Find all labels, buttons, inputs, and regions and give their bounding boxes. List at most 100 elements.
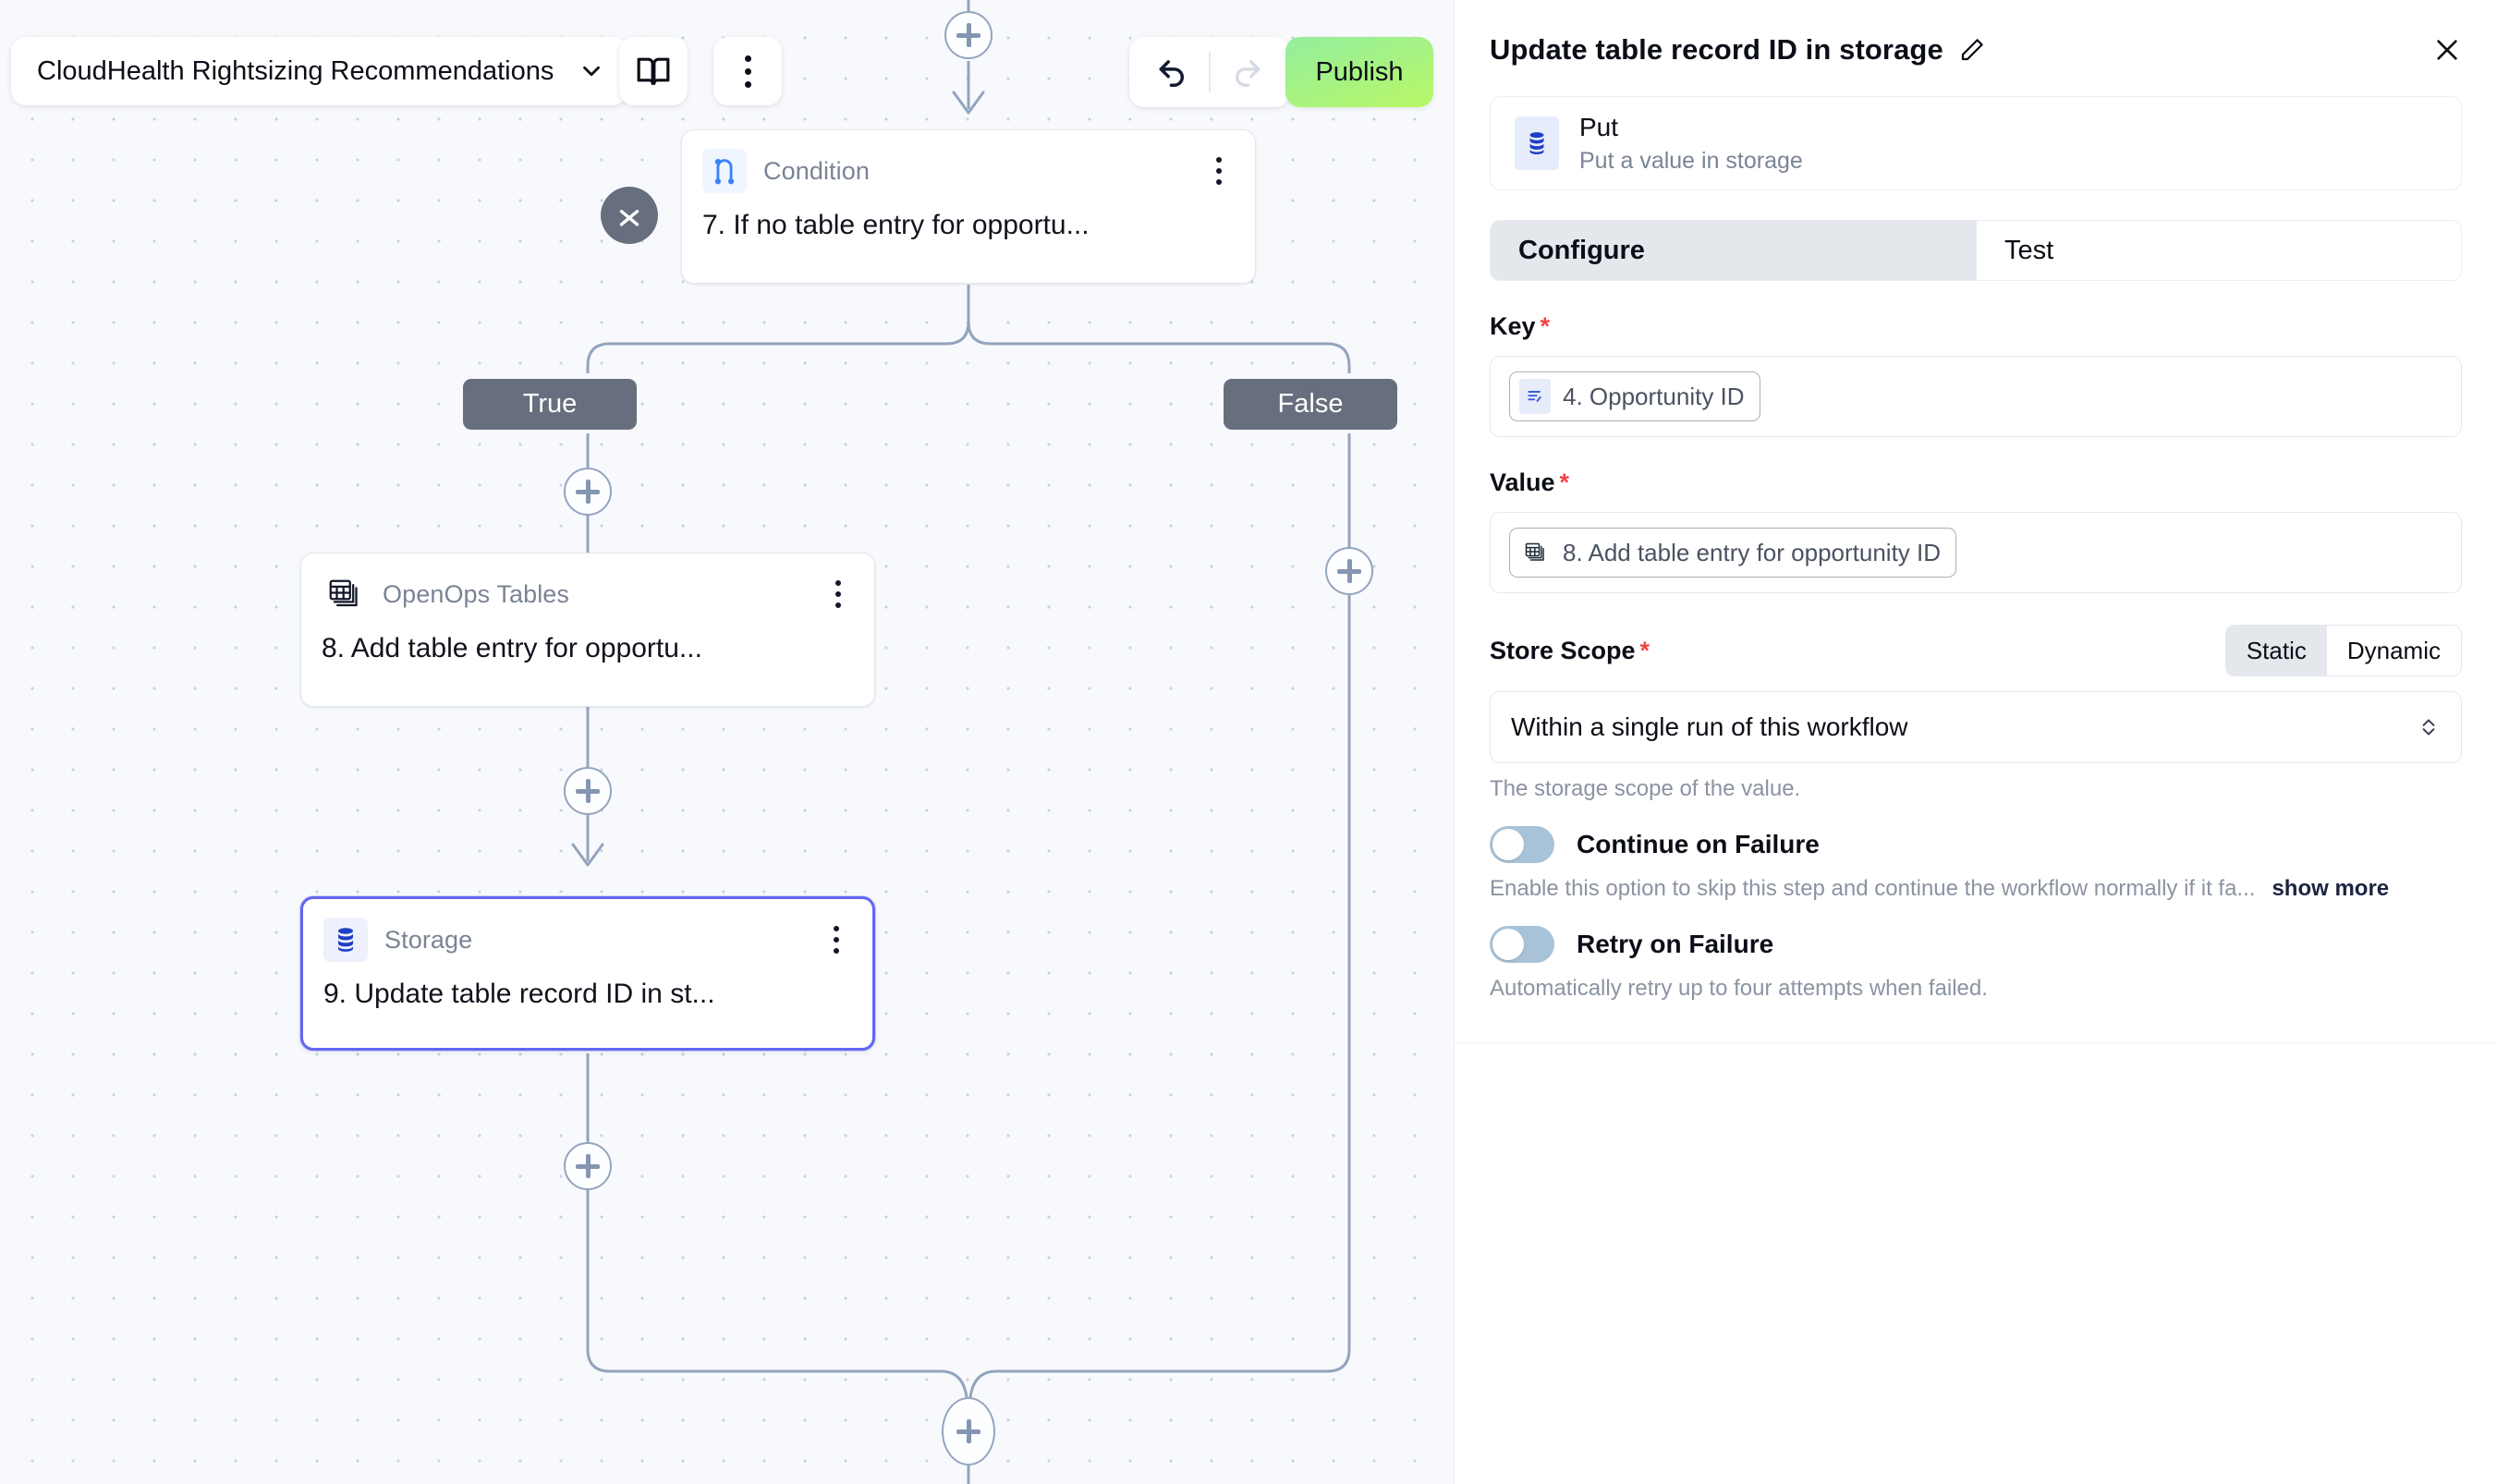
table-stack-icon: [322, 572, 366, 616]
node-openops-tables[interactable]: OpenOps Tables 8. Add table entry for op…: [300, 553, 875, 707]
collapse-branch-button[interactable]: [601, 187, 658, 244]
add-step-button-after-storage[interactable]: [564, 1142, 612, 1190]
branch-label-false[interactable]: False: [1220, 375, 1401, 433]
field-store-scope-header: Store Scope* Static Dynamic: [1490, 625, 2462, 676]
panel-header: Update table record ID in storage: [1455, 0, 2497, 67]
node-condition[interactable]: Condition 7. If no table entry for oppor…: [681, 129, 1256, 284]
node-condition-header: Condition: [702, 147, 1235, 195]
continue-on-failure-row: Continue on Failure: [1490, 826, 2462, 863]
step-settings-panel: Update table record ID in storage: [1454, 0, 2497, 1484]
field-key: Key* 4. Opportunity ID: [1490, 312, 2462, 437]
field-key-required-marker: *: [1540, 312, 1551, 340]
workflow-name-dropdown[interactable]: CloudHealth Rightsizing Recommendations: [11, 37, 628, 105]
node-condition-title: 7. If no table entry for opportu...: [702, 210, 1090, 240]
field-value-chip-text: 8. Add table entry for opportunity ID: [1563, 538, 1942, 566]
step-summary-text: Put Put a value in storage: [1579, 113, 1803, 175]
continue-on-failure-toggle[interactable]: [1490, 826, 1554, 863]
retry-on-failure-label: Retry on Failure: [1577, 930, 1774, 958]
retry-on-failure-help-text: Automatically retry up to four attempts …: [1490, 976, 1988, 1001]
workflow-name-label: CloudHealth Rightsizing Recommendations: [37, 55, 554, 86]
undo-arrow-icon: [1159, 60, 1185, 87]
panel-body: Put Put a value in storage Configure Tes…: [1455, 96, 2497, 1043]
field-store-scope-required-marker: *: [1639, 636, 1650, 664]
node-storage-title: 9. Update table record ID in st...: [323, 979, 715, 1009]
node-storage[interactable]: Storage 9. Update table record ID in st.…: [300, 896, 875, 1051]
retry-on-failure-row: Retry on Failure: [1490, 926, 2462, 963]
tab-test[interactable]: Test: [1976, 221, 2461, 280]
book-icon: [637, 57, 670, 85]
undo-button[interactable]: [1144, 43, 1201, 101]
field-key-label: Key*: [1490, 312, 2462, 341]
node-storage-type: Storage: [384, 925, 473, 954]
workflow-canvas[interactable]: Condition 7. If no table entry for oppor…: [0, 0, 1454, 1484]
step-action-name: Put: [1579, 112, 1619, 141]
continue-on-failure-help-text: Enable this option to skip this step and…: [1490, 876, 2256, 901]
field-key-chip-text: 4. Opportunity ID: [1563, 382, 1745, 410]
configure-form: Key* 4. Opportunity ID: [1455, 312, 2497, 1002]
add-step-button-true-branch[interactable]: [564, 468, 612, 516]
field-value: Value* 8. A: [1490, 468, 2462, 593]
field-value-required-marker: *: [1559, 468, 1570, 496]
continue-on-failure-label: Continue on Failure: [1577, 830, 1820, 858]
continue-on-failure-help-row: Enable this option to skip this step and…: [1490, 876, 2462, 902]
redo-arrow-icon: [1235, 60, 1261, 87]
add-step-button-false-branch[interactable]: [1325, 547, 1373, 595]
database-icon: [323, 918, 368, 962]
node-storage-header: Storage: [323, 916, 852, 964]
undo-redo-group: [1129, 37, 1290, 107]
node-openops-tables-header: OpenOps Tables: [322, 570, 854, 618]
store-scope-selected-value: Within a single run of this workflow: [1511, 712, 1908, 741]
node-openops-tables-title: 8. Add table entry for opportu...: [322, 633, 702, 663]
static-dynamic-toggle: Static Dynamic: [2224, 625, 2462, 676]
node-condition-type: Condition: [763, 156, 870, 185]
panel-title: Update table record ID in storage: [1490, 33, 1943, 66]
store-scope-select[interactable]: Within a single run of this workflow: [1490, 691, 2462, 763]
segment-dynamic[interactable]: Dynamic: [2346, 636, 2441, 664]
branch-label-true[interactable]: True: [459, 375, 640, 433]
field-key-input[interactable]: 4. Opportunity ID: [1490, 356, 2462, 437]
redo-button[interactable]: [1218, 43, 1275, 101]
add-step-button-after-tables[interactable]: [564, 767, 612, 815]
chevron-up-down-icon: [2417, 715, 2441, 739]
field-store-scope-label: Store Scope*: [1490, 637, 1650, 665]
pencil-icon[interactable]: [1958, 36, 1986, 64]
panel-tabs: Configure Test: [1490, 220, 2462, 281]
node-openops-tables-menu-icon[interactable]: [822, 574, 854, 614]
table-stack-icon: [1519, 535, 1551, 570]
node-openops-tables-type: OpenOps Tables: [383, 579, 570, 608]
field-store-scope-label-text: Store Scope: [1490, 636, 1636, 664]
node-storage-menu-icon[interactable]: [821, 919, 852, 960]
database-icon: [1515, 116, 1559, 170]
store-scope-help-text: The storage scope of the value.: [1490, 776, 1801, 801]
field-key-chip[interactable]: 4. Opportunity ID: [1509, 371, 1760, 421]
branch-label-false-text: False: [1277, 389, 1344, 419]
continue-on-failure-show-more-link[interactable]: show more: [2272, 876, 2390, 901]
workflow-edges: [571, 0, 1351, 1484]
collapse-chevrons-icon: [619, 210, 639, 226]
field-value-input[interactable]: 8. Add table entry for opportunity ID: [1490, 512, 2462, 593]
add-step-button-after-merge[interactable]: [942, 1397, 995, 1466]
segment-static[interactable]: Static: [2225, 626, 2327, 675]
toggle-knob: [1492, 929, 1524, 960]
step-summary-card: Put Put a value in storage: [1490, 96, 2462, 190]
close-icon[interactable]: [2432, 35, 2462, 65]
step-action-description: Put a value in storage: [1579, 147, 1803, 174]
add-step-button-top[interactable]: [944, 11, 993, 59]
toolbar-divider: [1209, 52, 1211, 92]
toggle-knob: [1492, 829, 1524, 860]
more-vertical-icon: [744, 55, 751, 88]
tab-configure[interactable]: Configure: [1491, 221, 1976, 280]
chevron-down-icon: [578, 57, 605, 85]
field-value-label: Value*: [1490, 468, 2462, 497]
docs-button[interactable]: [619, 37, 688, 105]
publish-button[interactable]: Publish: [1285, 37, 1433, 107]
workflow-more-options-button[interactable]: [713, 37, 782, 105]
branch-label-true-text: True: [522, 389, 578, 419]
field-value-chip[interactable]: 8. Add table entry for opportunity ID: [1509, 528, 1957, 578]
field-store-scope: Store Scope* Static Dynamic Within a sin…: [1490, 625, 2462, 802]
field-value-label-text: Value: [1490, 468, 1555, 496]
retry-on-failure-toggle[interactable]: [1490, 926, 1554, 963]
node-condition-menu-icon[interactable]: [1203, 151, 1235, 191]
branch-condition-icon: [702, 149, 747, 193]
text-lines-icon: [1519, 379, 1551, 414]
